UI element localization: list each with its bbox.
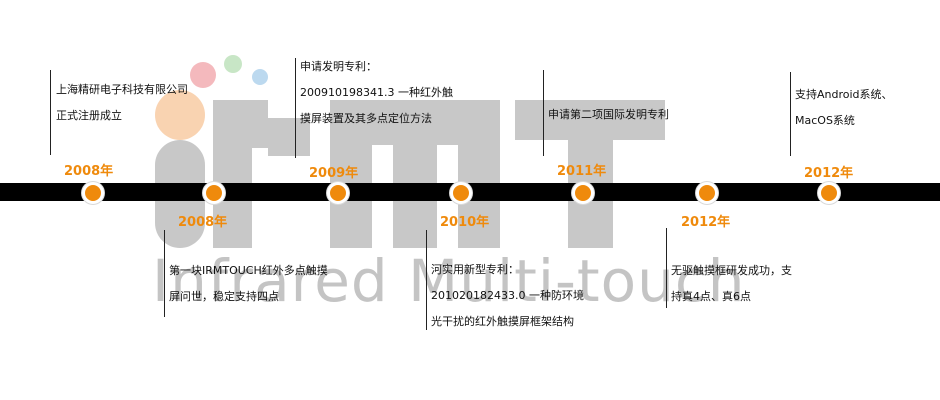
event-line: 第一块IRMTOUCH红外多点触摸 [169, 264, 328, 277]
year-label: 2008年 [64, 164, 114, 179]
year-label: 2012年 [804, 166, 854, 181]
watermark-text: Infrared Multi-touch [152, 247, 746, 315]
timeline-dot [450, 182, 472, 204]
watermark-circle-blue [252, 69, 268, 85]
connector-line [164, 230, 165, 317]
event-line: 201020182433.0 一种防环境 [431, 289, 584, 302]
event-text: 河实用新型专利： 201020182433.0 一种防环境 光干扰的红外触摸屏框… [431, 257, 584, 335]
timeline-dot [82, 182, 104, 204]
year-label: 2011年 [557, 164, 607, 179]
watermark-circle-orange [155, 90, 205, 140]
timeline-dot [818, 182, 840, 204]
year-label: 2010年 [440, 215, 490, 230]
event-line: 200910198341.3 一种红外触 [300, 86, 453, 99]
connector-line [50, 70, 51, 155]
event-line: 河实用新型专利： [431, 263, 519, 276]
event-text: 第一块IRMTOUCH红外多点触摸 屏问世，稳定支持四点 [169, 258, 328, 310]
year-label: 2008年 [178, 215, 228, 230]
event-line: MacOS系统 [795, 114, 855, 127]
timeline-dot [572, 182, 594, 204]
event-text: 支持Android系统、 MacOS系统 [795, 82, 893, 134]
event-line: 申请发明专利： [300, 60, 377, 73]
event-line: 申请第二项国际发明专利 [548, 108, 669, 121]
watermark-circle-green [224, 55, 242, 73]
event-line: 无驱触摸框研发成功，支 [671, 264, 792, 277]
event-text: 申请发明专利： 200910198341.3 一种红外触 摸屏装置及其多点定位方… [300, 54, 453, 132]
event-text: 申请第二项国际发明专利 [548, 102, 669, 128]
event-text: 无驱触摸框研发成功，支 持真4点、真6点 [671, 258, 792, 310]
watermark-circle-pink [190, 62, 216, 88]
event-text: 上海精研电子科技有限公司 正式注册成立 [56, 77, 188, 129]
event-line: 光干扰的红外触摸屏框架结构 [431, 315, 574, 328]
watermark-letters [155, 100, 665, 248]
event-line: 上海精研电子科技有限公司 [56, 83, 188, 96]
timeline-dot [203, 182, 225, 204]
event-line: 支持Android系统、 [795, 88, 893, 101]
connector-line [790, 72, 791, 156]
event-line: 持真4点、真6点 [671, 290, 751, 303]
timeline-dot [327, 182, 349, 204]
connector-line [295, 58, 296, 158]
event-line: 正式注册成立 [56, 109, 122, 122]
event-line: 摸屏装置及其多点定位方法 [300, 112, 432, 125]
event-line: 屏问世，稳定支持四点 [169, 290, 279, 303]
connector-line [543, 70, 544, 156]
year-label: 2009年 [309, 166, 359, 181]
year-label: 2012年 [681, 215, 731, 230]
connector-line [666, 228, 667, 308]
timeline-dot [696, 182, 718, 204]
connector-line [426, 230, 427, 330]
